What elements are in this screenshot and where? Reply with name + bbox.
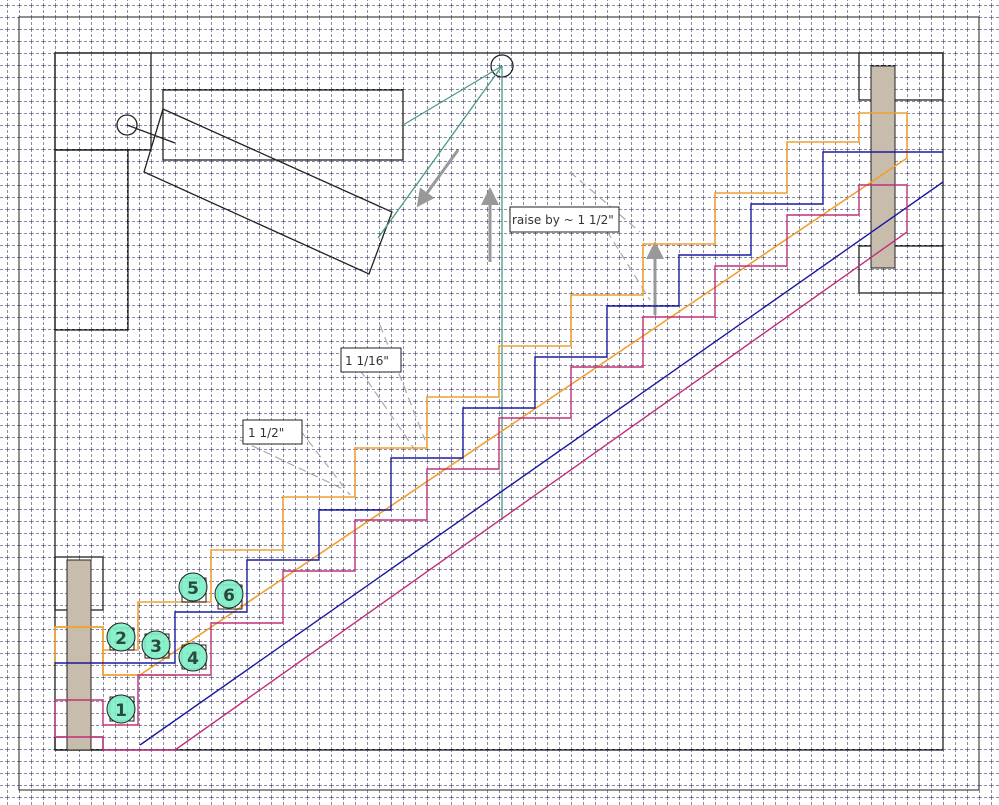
teal-guides xyxy=(377,65,503,520)
gap-b-label: 1 1/2" xyxy=(248,426,284,440)
left-post xyxy=(66,559,92,751)
sheet-border xyxy=(18,16,980,791)
gap-a-label: 1 1/16" xyxy=(345,354,389,368)
svg-text:6: 6 xyxy=(223,586,235,606)
pink-steps xyxy=(54,184,908,751)
blue-steps xyxy=(55,151,943,664)
annotation-gap-b: 1 1/2" xyxy=(242,419,303,445)
raise-label: raise by ~ 1 1/2" xyxy=(512,213,614,227)
annotation-gap-a: 1 1/16" xyxy=(340,347,402,373)
svg-text:2: 2 xyxy=(115,629,127,649)
svg-text:5: 5 xyxy=(187,579,199,599)
svg-text:1: 1 xyxy=(115,701,127,721)
orange-steps-main xyxy=(54,112,908,676)
arrows xyxy=(416,149,664,315)
svg-text:3: 3 xyxy=(150,637,162,657)
arrow-down-left xyxy=(416,149,460,208)
marker-5: 5 xyxy=(178,572,208,603)
blue-stringer xyxy=(139,181,944,746)
marker-6: 6 xyxy=(214,579,244,610)
svg-text:4: 4 xyxy=(187,649,199,669)
marker-4: 4 xyxy=(178,642,208,672)
annotation-raise: raise by ~ 1 1/2" xyxy=(509,206,620,233)
marker-2: 2 xyxy=(106,622,136,652)
marker-3: 3 xyxy=(141,630,171,660)
marker-1: 1 xyxy=(106,694,136,724)
dimension-guides xyxy=(239,171,651,496)
right-post xyxy=(870,65,896,269)
